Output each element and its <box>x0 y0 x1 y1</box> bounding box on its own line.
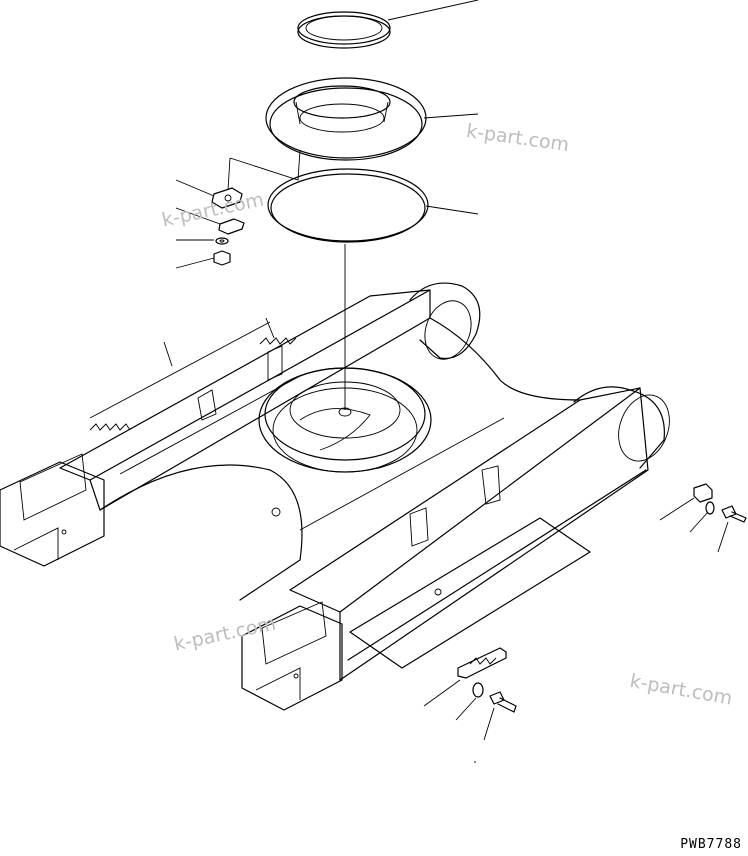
leader-lines-left <box>175 149 301 269</box>
drawing-code: PWB7788 <box>680 837 742 852</box>
leader-line <box>299 417 505 531</box>
nut-part <box>213 250 231 266</box>
leader-line <box>455 697 477 721</box>
bolt-right <box>721 505 747 523</box>
leader-line <box>89 321 271 419</box>
seal-flange <box>265 77 427 161</box>
leader-line <box>689 511 709 533</box>
leader-line <box>423 113 479 119</box>
leader-line <box>483 707 495 741</box>
leader-line <box>265 317 275 339</box>
top-cap <box>297 11 391 49</box>
leader-line <box>119 375 301 475</box>
leader-line <box>659 497 695 521</box>
guard-plate-part <box>457 647 507 679</box>
leader-line <box>163 341 173 367</box>
leader-line <box>423 679 461 707</box>
track-frame <box>0 282 670 711</box>
bolt-lower <box>489 691 517 713</box>
plate-part <box>211 187 243 209</box>
o-ring <box>267 168 429 243</box>
guard-strip <box>349 517 591 669</box>
leader-line <box>425 205 479 215</box>
washer-lower <box>472 682 484 698</box>
leader-line <box>717 521 729 553</box>
leader-line <box>387 0 479 21</box>
washer-part <box>215 237 229 245</box>
washer-right <box>705 501 715 515</box>
gasket-part <box>218 218 245 235</box>
clip-part <box>693 483 713 503</box>
